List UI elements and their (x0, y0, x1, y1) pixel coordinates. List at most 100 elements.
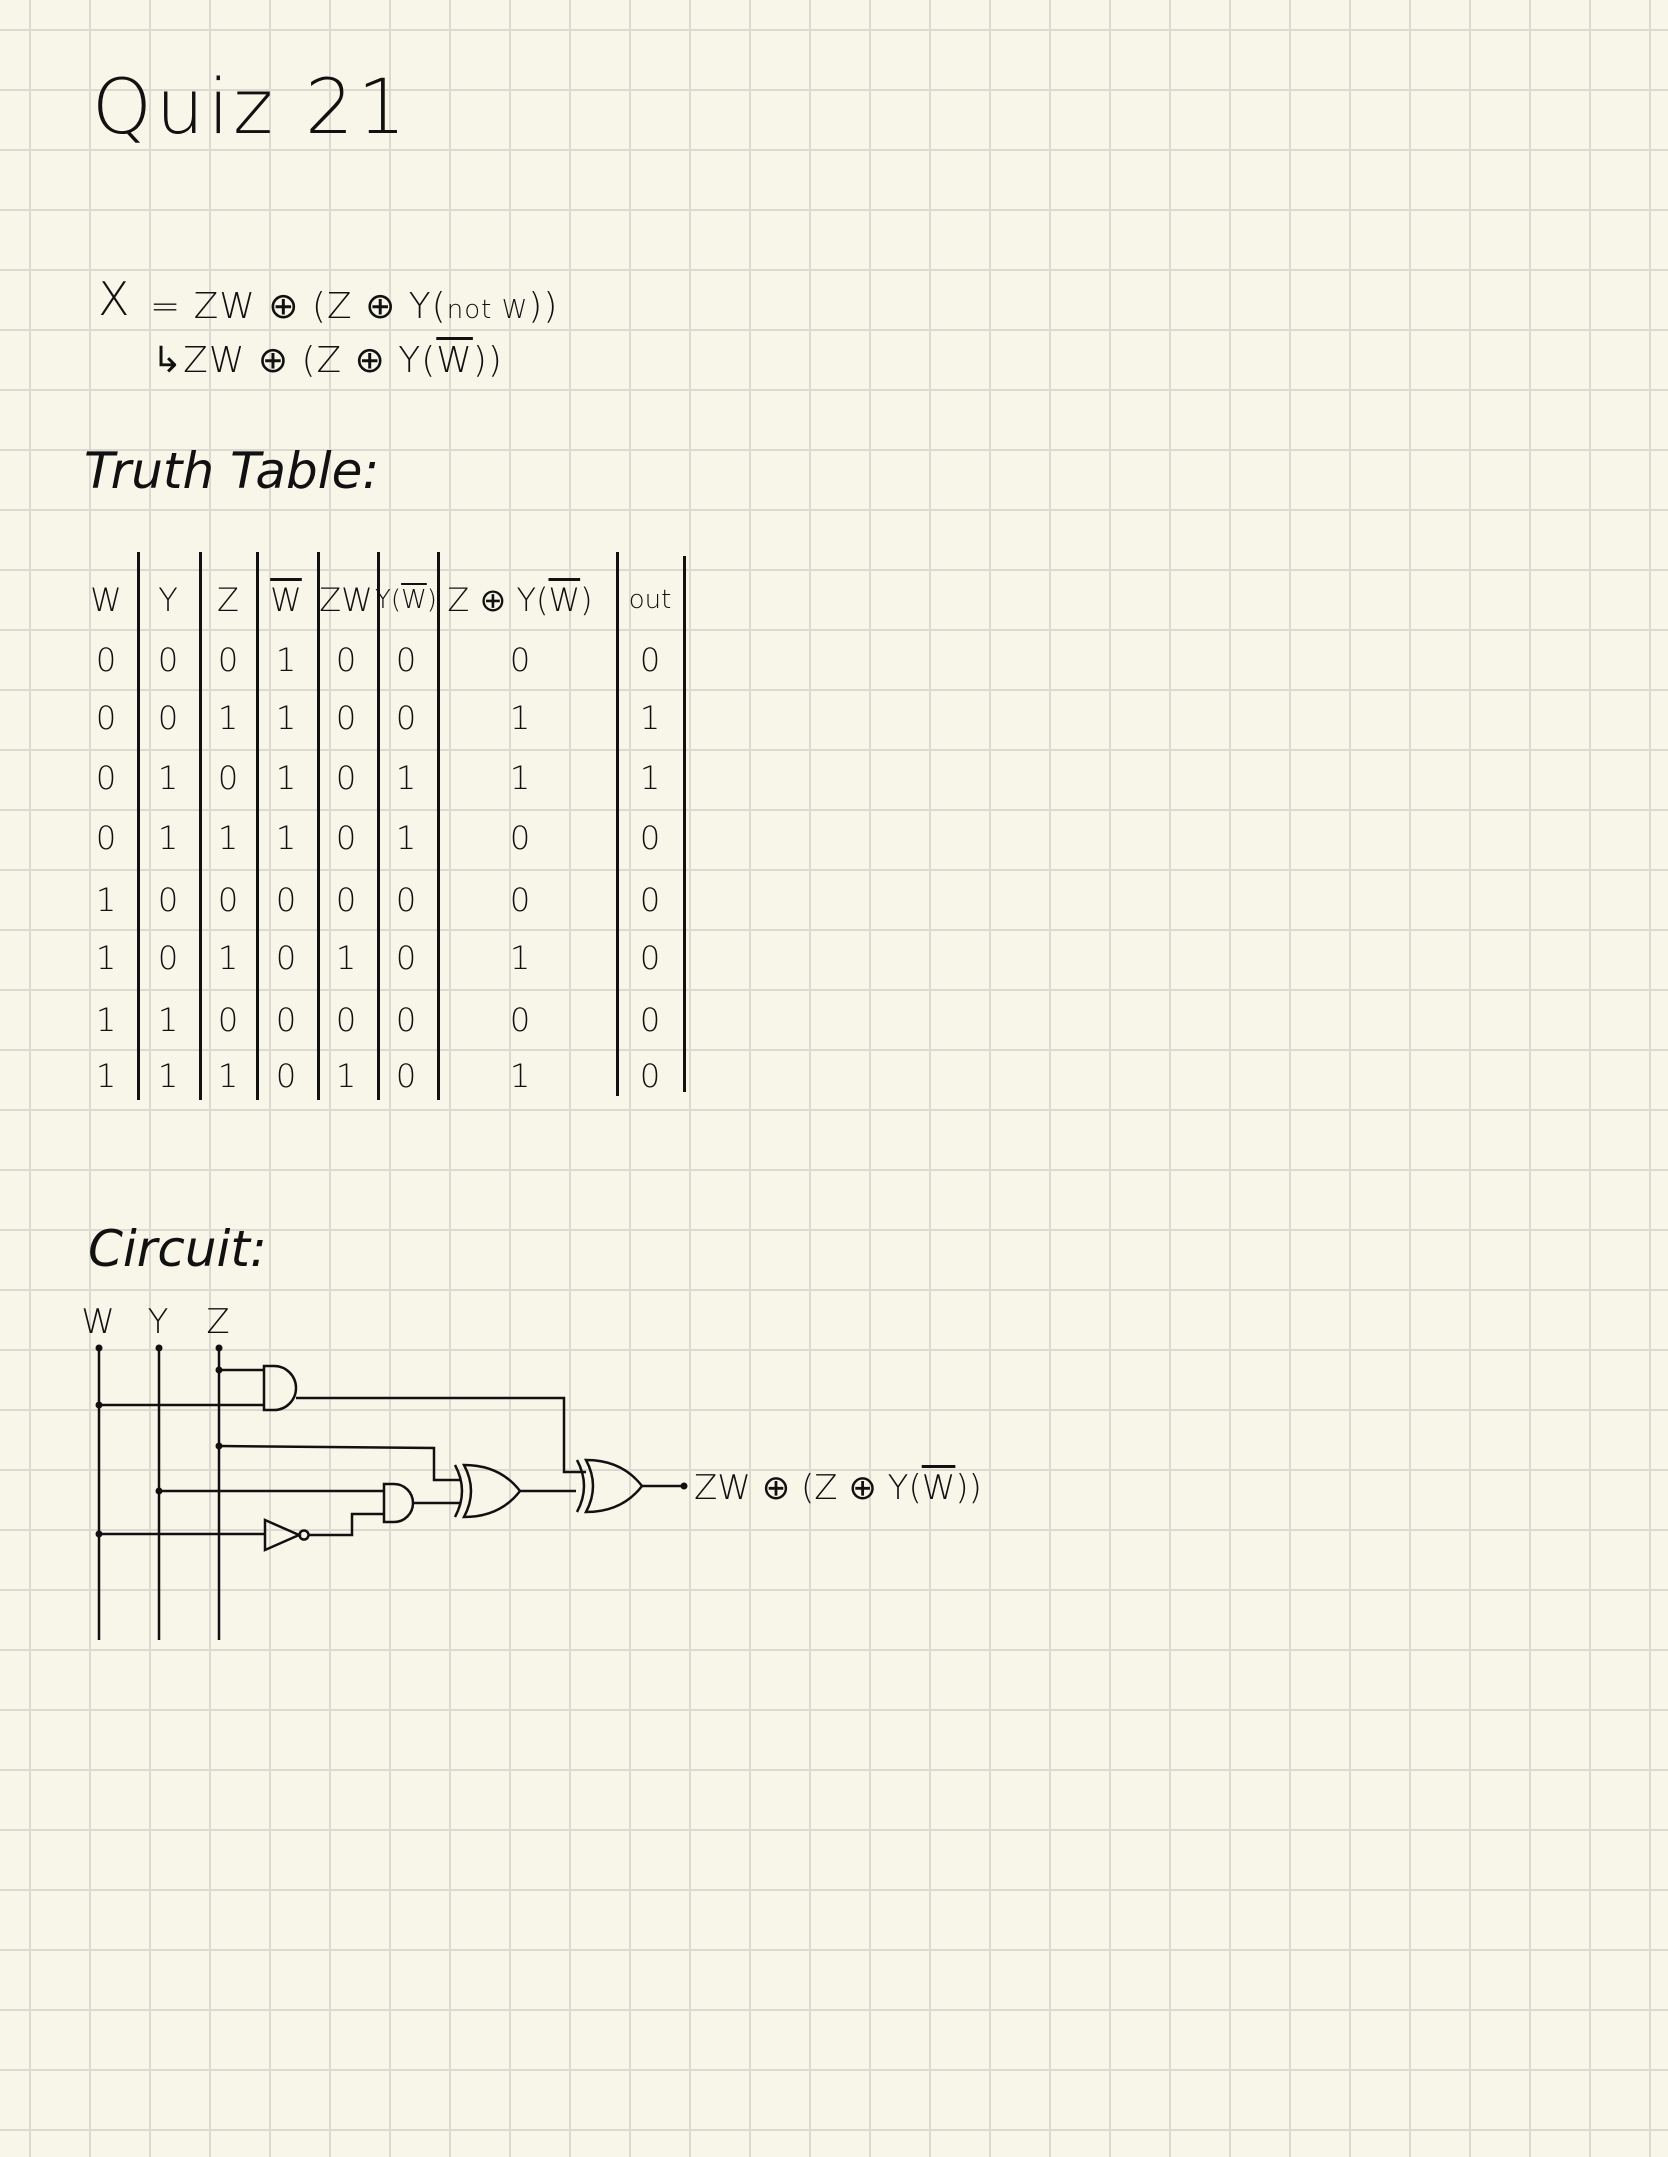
table-cell: 1 (95, 1057, 117, 1095)
circuit-output-label: ZW ⊕ (Z ⊕ Y(W)) (694, 1468, 982, 1508)
equation-line-2-bar: W (436, 340, 473, 381)
table-cell: 0 (639, 881, 661, 919)
table-cell: 0 (395, 641, 417, 679)
table-cell: 0 (335, 699, 357, 737)
table-header-cell: Y(W) (375, 585, 437, 615)
equation-line-1-suffix: )) (528, 286, 559, 327)
table-cell: 0 (275, 881, 297, 919)
equation-line-2-prefix: ↳ZW ⊕ (Z ⊕ Y( (152, 340, 437, 381)
table-cell: 1 (275, 699, 297, 737)
table-cell: 1 (509, 939, 531, 977)
table-column-divider (256, 552, 259, 1100)
table-cell: 0 (639, 641, 661, 679)
table-cell: 1 (639, 759, 661, 797)
table-cell: 1 (275, 641, 297, 679)
table-cell: 0 (217, 1001, 239, 1039)
and-gate-1 (262, 1364, 298, 1412)
table-cell: 0 (157, 641, 179, 679)
table-cell: 0 (275, 1057, 297, 1095)
table-cell: 0 (95, 759, 117, 797)
table-cell: 1 (509, 699, 531, 737)
table-cell: 0 (217, 881, 239, 919)
input-terminal-y (155, 1344, 163, 1352)
table-cell: 1 (95, 881, 117, 919)
circuit-input-y: Y (147, 1302, 169, 1342)
table-cell: 0 (639, 819, 661, 857)
header-prefix: Y( (375, 585, 402, 615)
table-cell: 1 (509, 759, 531, 797)
junction (95, 1401, 103, 1409)
junction (215, 1366, 223, 1374)
table-cell: 1 (395, 759, 417, 797)
xor-gate-2-input-arc (575, 1459, 586, 1513)
table-cell: 1 (395, 819, 417, 857)
table-column-divider (437, 552, 440, 1100)
table-column-divider (199, 552, 202, 1100)
circuit-output-bar: W (921, 1468, 956, 1508)
header-suffix: ) (426, 585, 437, 615)
header-bar-text: W (548, 581, 581, 619)
table-cell: 1 (509, 1057, 531, 1095)
table-cell: 0 (95, 699, 117, 737)
table-cell: 1 (217, 939, 239, 977)
truth-table-heading: Truth Table: (84, 442, 380, 500)
header-suffix: ) (580, 581, 593, 619)
table-column-divider (616, 552, 619, 1096)
table-cell: 0 (157, 699, 179, 737)
table-cell: 0 (395, 1057, 417, 1095)
not-bubble (298, 1529, 310, 1541)
table-cell: 1 (95, 1001, 117, 1039)
not-gate (263, 1518, 303, 1552)
table-cell: 1 (95, 939, 117, 977)
circuit-output-suffix: )) (955, 1468, 982, 1508)
table-cell: 0 (335, 881, 357, 919)
table-cell: 0 (509, 641, 531, 679)
table-cell: 0 (275, 1001, 297, 1039)
table-cell: 1 (275, 819, 297, 857)
table-cell: 0 (157, 881, 179, 919)
table-cell: 0 (509, 1001, 531, 1039)
table-header-cell: Z ⊕ Y(W) (447, 581, 592, 619)
input-terminal-z (215, 1344, 223, 1352)
xor-gate-1 (461, 1463, 522, 1519)
table-cell: 0 (395, 1001, 417, 1039)
equation-line-1: = ZW ⊕ (Z ⊕ Y(not W)) (150, 286, 558, 327)
table-header-cell: W (270, 581, 302, 619)
table-cell: 0 (639, 1057, 661, 1095)
table-cell: 1 (217, 819, 239, 857)
table-cell: 0 (335, 819, 357, 857)
table-cell: 0 (509, 881, 531, 919)
table-cell: 1 (157, 819, 179, 857)
table-header-cell: W (90, 581, 122, 619)
equation-line-1-prefix: = ZW ⊕ (Z ⊕ Y( (150, 286, 447, 327)
table-column-divider (317, 552, 320, 1100)
table-cell: 1 (217, 1057, 239, 1095)
and-gate-2 (382, 1482, 415, 1524)
table-cell: 0 (217, 759, 239, 797)
page-title: Quiz 21 (92, 62, 410, 151)
table-cell: 1 (335, 1057, 357, 1095)
table-cell: 0 (335, 1001, 357, 1039)
header-bar-text: W (401, 585, 427, 615)
equation-line-1-small: not W (446, 295, 529, 325)
table-cell: 1 (217, 699, 239, 737)
circuit-input-z: Z (206, 1302, 230, 1342)
circuit-output-prefix: ZW ⊕ (Z ⊕ Y( (694, 1468, 922, 1508)
table-cell: 1 (157, 1001, 179, 1039)
table-cell: 0 (395, 699, 417, 737)
table-cell: 0 (395, 939, 417, 977)
wire-z-xor1 (218, 1444, 460, 1482)
table-cell: 0 (157, 939, 179, 977)
table-cell: 1 (335, 939, 357, 977)
table-cell: 0 (275, 939, 297, 977)
table-cell: 0 (95, 819, 117, 857)
input-terminal-w (95, 1344, 103, 1352)
table-header-cell: ZW (319, 581, 373, 619)
xor-gate-2 (583, 1458, 644, 1514)
table-cell: 0 (335, 759, 357, 797)
table-cell: 1 (157, 1057, 179, 1095)
table-column-divider (137, 552, 140, 1100)
equation-variable: X (98, 272, 130, 326)
equation-line-2-suffix: )) (472, 340, 503, 381)
